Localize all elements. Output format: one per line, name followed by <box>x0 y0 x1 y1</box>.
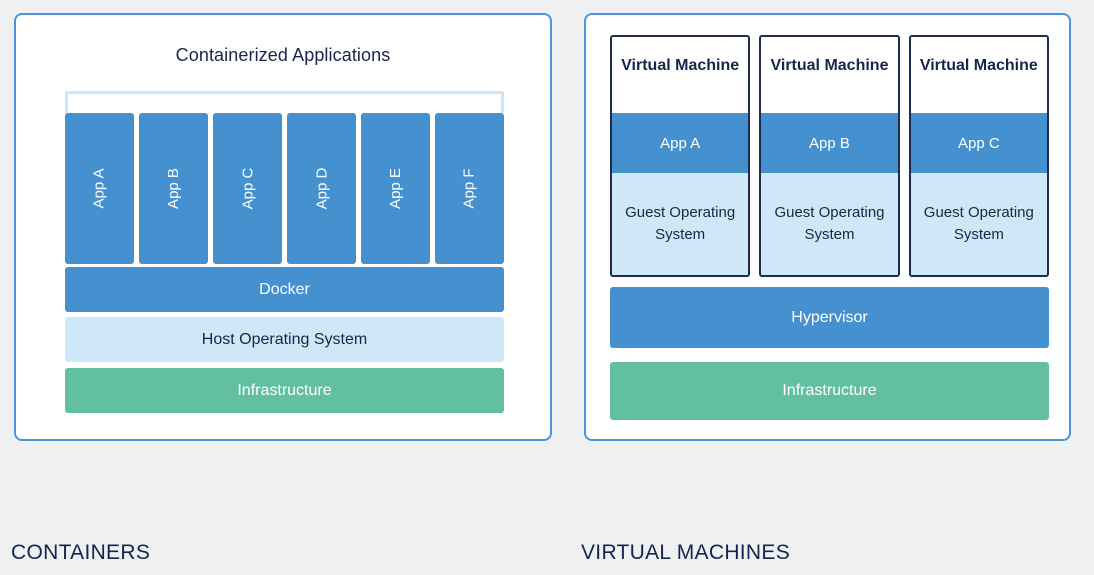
virtual-machine-card: Virtual Machine App A Guest Operating Sy… <box>610 35 751 277</box>
virtual-machine-app: App B <box>761 113 898 173</box>
virtual-machine-guest-os: Guest Operating System <box>612 173 749 275</box>
hypervisor-layer: Hypervisor <box>610 287 1049 348</box>
host-operating-system-layer: Host Operating System <box>65 317 504 362</box>
app-column-label: App C <box>238 167 256 210</box>
virtual-machine-title: Virtual Machine <box>612 37 749 113</box>
virtual-machines-panel: Virtual Machine App A Guest Operating Sy… <box>584 13 1071 441</box>
virtual-machine-app: App C <box>910 113 1047 173</box>
virtual-machine-app: App A <box>612 113 749 173</box>
containers-panel: Containerized Applications App A App B A… <box>14 13 552 441</box>
app-column: App C <box>213 113 282 264</box>
app-column-label: App B <box>165 168 182 209</box>
virtual-machine-cards: Virtual Machine App A Guest Operating Sy… <box>610 35 1049 277</box>
app-column: App A <box>65 113 134 264</box>
virtual-machine-guest-os: Guest Operating System <box>761 173 898 275</box>
app-column: App D <box>287 113 356 264</box>
app-column: App F <box>435 113 504 264</box>
virtual-machine-guest-os: Guest Operating System <box>910 173 1047 275</box>
app-column-label: App F <box>461 168 478 209</box>
app-column-label: App D <box>312 167 330 210</box>
virtual-machines-caption: VIRTUAL MACHINES <box>581 541 791 564</box>
app-column-label: App A <box>90 168 108 209</box>
app-column-label: App E <box>387 168 404 209</box>
virtual-machine-title: Virtual Machine <box>910 37 1047 113</box>
infrastructure-layer-containers: Infrastructure <box>65 368 504 413</box>
docker-layer: Docker <box>65 267 504 312</box>
containers-caption: CONTAINERS <box>11 541 151 564</box>
virtual-machine-title: Virtual Machine <box>761 37 898 113</box>
containers-panel-title: Containerized Applications <box>175 45 391 65</box>
app-bracket <box>65 91 504 113</box>
infrastructure-layer-vms: Infrastructure <box>610 362 1049 420</box>
virtual-machine-card: Virtual Machine App C Guest Operating Sy… <box>908 35 1049 277</box>
app-column: App B <box>139 113 208 264</box>
virtual-machine-card: Virtual Machine App B Guest Operating Sy… <box>759 35 900 277</box>
app-columns: App A App B App C App D App E App F <box>65 113 504 264</box>
app-column: App E <box>361 113 430 264</box>
